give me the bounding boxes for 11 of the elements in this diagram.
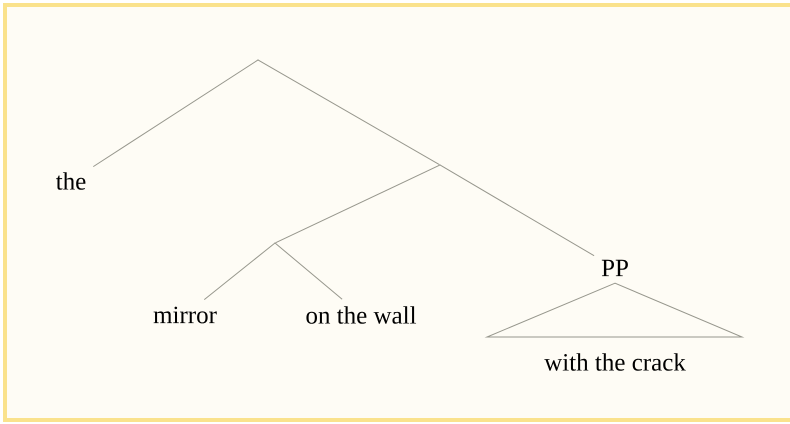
tree-branch <box>204 242 276 300</box>
word-label: mirror <box>154 306 217 324</box>
word-label: PP <box>602 260 628 276</box>
tree-branch <box>274 242 343 300</box>
tree-branch <box>440 164 595 256</box>
tree-branch <box>92 60 258 168</box>
tree-branch <box>275 164 440 244</box>
word-label: on the wall <box>306 306 416 324</box>
tree-branch <box>258 60 440 166</box>
word-label: with the crack <box>544 353 686 371</box>
word-label: the <box>56 172 86 190</box>
